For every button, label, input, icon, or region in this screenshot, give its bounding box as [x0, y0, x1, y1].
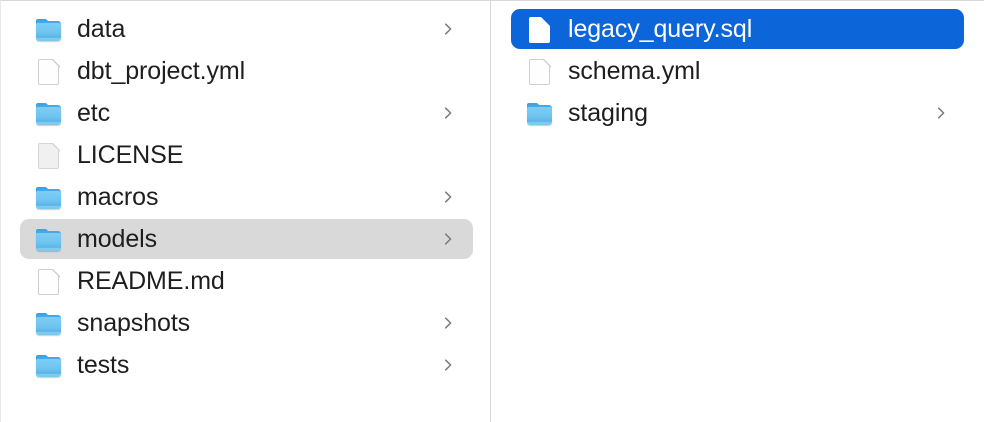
item-label: etc: [77, 99, 111, 127]
file-column-child[interactable]: legacy_query.sql schema.yml staging: [491, 1, 984, 422]
folder-icon: [35, 308, 63, 338]
item-label: models: [77, 225, 157, 253]
disclosure-chevron-icon: [441, 106, 455, 120]
file-row[interactable]: schema.yml: [511, 51, 964, 91]
document-icon: [526, 56, 554, 86]
item-label: dbt_project.yml: [77, 57, 246, 85]
folder-icon: [35, 224, 63, 254]
folder-icon: [35, 14, 63, 44]
file-row[interactable]: legacy_query.sql: [511, 9, 964, 49]
disclosure-chevron-icon: [441, 316, 455, 330]
item-label: snapshots: [77, 309, 191, 337]
item-label: legacy_query.sql: [568, 15, 753, 43]
item-label: staging: [568, 99, 648, 127]
folder-icon: [35, 98, 63, 128]
file-row[interactable]: README.md: [20, 261, 473, 301]
folder-row[interactable]: models: [20, 219, 473, 259]
disclosure-chevron-icon: [441, 22, 455, 36]
disclosure-chevron-icon: [441, 190, 455, 204]
item-label: README.md: [77, 267, 225, 295]
folder-row[interactable]: snapshots: [20, 303, 473, 343]
disclosure-chevron-icon: [441, 232, 455, 246]
item-label: schema.yml: [568, 57, 701, 85]
document-icon: [35, 266, 63, 296]
item-label: tests: [77, 351, 130, 379]
folder-row[interactable]: etc: [20, 93, 473, 133]
folder-row[interactable]: macros: [20, 177, 473, 217]
disclosure-chevron-icon: [441, 358, 455, 372]
item-label: macros: [77, 183, 159, 211]
item-label: data: [77, 15, 126, 43]
disclosure-chevron-icon: [934, 106, 948, 120]
folder-icon: [526, 98, 554, 128]
folder-row[interactable]: staging: [511, 93, 964, 133]
document-plain-icon: [35, 140, 63, 170]
folder-icon: [35, 350, 63, 380]
file-row[interactable]: dbt_project.yml: [20, 51, 473, 91]
document-icon: [526, 14, 554, 44]
document-icon: [35, 56, 63, 86]
file-row[interactable]: LICENSE: [20, 135, 473, 175]
folder-row[interactable]: data: [20, 9, 473, 49]
item-label: LICENSE: [77, 141, 184, 169]
folder-icon: [35, 182, 63, 212]
folder-row[interactable]: tests: [20, 345, 473, 385]
